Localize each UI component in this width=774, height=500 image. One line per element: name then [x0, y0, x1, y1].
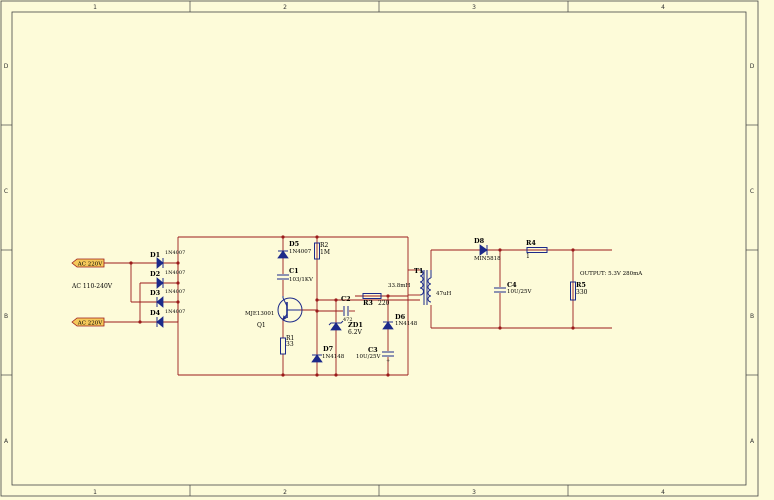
row-label-left-C: C	[4, 188, 8, 195]
diode-d2[interactable]: D2 1N4007	[150, 270, 185, 289]
c4-value: 10U/25V	[507, 289, 532, 295]
port-ac-top-label: AC 220V	[77, 262, 103, 268]
r5-ref: R5	[576, 281, 586, 289]
col-label-bottom-2: 2	[283, 489, 287, 496]
d5-value: 1N4007	[289, 249, 312, 255]
r1-value: 33	[286, 341, 294, 348]
t1-secondary: 47uH	[436, 291, 452, 297]
r5-value: 330	[576, 289, 588, 296]
row-label-left-B: B	[4, 313, 8, 320]
row-label-left-D: D	[4, 63, 9, 70]
d7-ref: D7	[323, 345, 333, 353]
q1-ref: Q1	[257, 322, 266, 329]
r3-value: 220	[378, 300, 390, 307]
capacitor-c1[interactable]: C1 103/1KV	[277, 267, 314, 283]
d3-value: 1N4007	[165, 289, 185, 295]
port-ac-top[interactable]: AC 220V	[71, 258, 105, 268]
col-label-bottom-4: 4	[661, 489, 665, 496]
diode-d6[interactable]: D6 1N4148	[382, 313, 418, 330]
d6-ref: D6	[395, 313, 406, 321]
col-label-top-1: 1	[93, 4, 97, 11]
d4-ref: D4	[150, 309, 161, 317]
d2-ref: D2	[150, 270, 160, 278]
c4-ref: C4	[507, 281, 517, 289]
d1-value: 1N4007	[165, 250, 185, 256]
resistor-r1[interactable]: R1 33	[280, 335, 295, 355]
junctions	[129, 235, 575, 377]
resistor-r4[interactable]: R4 1	[526, 239, 548, 260]
row-label-left-A: A	[4, 438, 9, 445]
r4-ref: R4	[526, 239, 536, 247]
sheet-frame: 1 2 3 4 1 2 3 4 D C B A D C B A	[0, 0, 759, 497]
diode-d5[interactable]: D5 1N4007	[277, 240, 312, 259]
resistor-r2[interactable]: R2 1M	[314, 242, 330, 260]
c2-ref: C2	[341, 295, 351, 303]
t1-primary: 33.8mH	[388, 283, 410, 289]
transistor-q1[interactable]: MJE13001 Q1	[245, 296, 303, 329]
c1-value: 103/1KV	[289, 277, 314, 283]
d4-value: 1N4007	[165, 309, 185, 315]
r2-ref: R2	[320, 242, 329, 249]
resistor-r3[interactable]: R3 220	[362, 293, 390, 308]
resistor-r5[interactable]: R5 330	[570, 281, 588, 301]
r3-ref: R3	[363, 299, 373, 307]
col-label-top-3: 3	[472, 4, 476, 11]
input-range-label: AC 110-240V	[71, 283, 113, 290]
row-label-right-D: D	[750, 63, 755, 70]
c3-ref: C3	[368, 346, 378, 354]
diode-d1[interactable]: D1 1N4007	[150, 250, 185, 269]
q1-value: MJE13001	[245, 311, 274, 317]
diode-d8[interactable]: D8 MIN5818	[474, 237, 501, 262]
d8-value: MIN5818	[474, 256, 501, 262]
output-label: OUTPUT: 5.3V 280mA	[580, 271, 643, 277]
r4-value: 1	[526, 253, 530, 260]
c3-value: 10U/25V	[356, 354, 381, 360]
capacitor-c3[interactable]: + C3 10U/25V	[356, 346, 394, 364]
zener-zd1[interactable]: ZD1 6.2V	[328, 320, 363, 336]
c3-polarity-mark: +	[386, 358, 390, 364]
capacitor-c4[interactable]: C4 10U/25V	[494, 281, 532, 295]
col-label-bottom-3: 3	[472, 489, 476, 496]
zd1-ref: ZD1	[348, 321, 363, 329]
diode-d3[interactable]: D3 1N4007	[150, 289, 185, 308]
row-label-right-C: C	[750, 188, 754, 195]
diode-d4[interactable]: D4 1N4007	[150, 309, 185, 328]
col-label-top-2: 2	[283, 4, 287, 11]
transformer-t1[interactable]: T1 33.8mH 47uH	[388, 267, 452, 305]
d8-ref: D8	[474, 237, 485, 245]
row-label-right-A: A	[750, 438, 755, 445]
d6-value: 1N4148	[395, 321, 418, 327]
r2-value: 1M	[320, 249, 330, 256]
t1-ref: T1	[414, 267, 423, 275]
port-ac-bottom-label: AC 220V	[77, 321, 103, 327]
zd1-value: 6.2V	[348, 329, 363, 336]
c1-ref: C1	[289, 267, 299, 275]
c2-value: 472	[343, 317, 353, 323]
d7-value: 1N4148	[322, 354, 345, 360]
d5-ref: D5	[289, 240, 300, 248]
r1-ref: R1	[286, 335, 294, 342]
port-ac-bottom[interactable]: AC 220V	[71, 317, 105, 327]
d3-ref: D3	[150, 289, 161, 297]
col-label-bottom-1: 1	[93, 489, 97, 496]
row-label-right-B: B	[750, 313, 754, 320]
col-label-top-4: 4	[661, 4, 665, 11]
diode-d7[interactable]: D7 1N4148	[311, 345, 345, 363]
capacitor-c2[interactable]: C2 472	[341, 295, 353, 323]
d2-value: 1N4007	[165, 270, 185, 276]
d1-ref: D1	[150, 251, 160, 259]
